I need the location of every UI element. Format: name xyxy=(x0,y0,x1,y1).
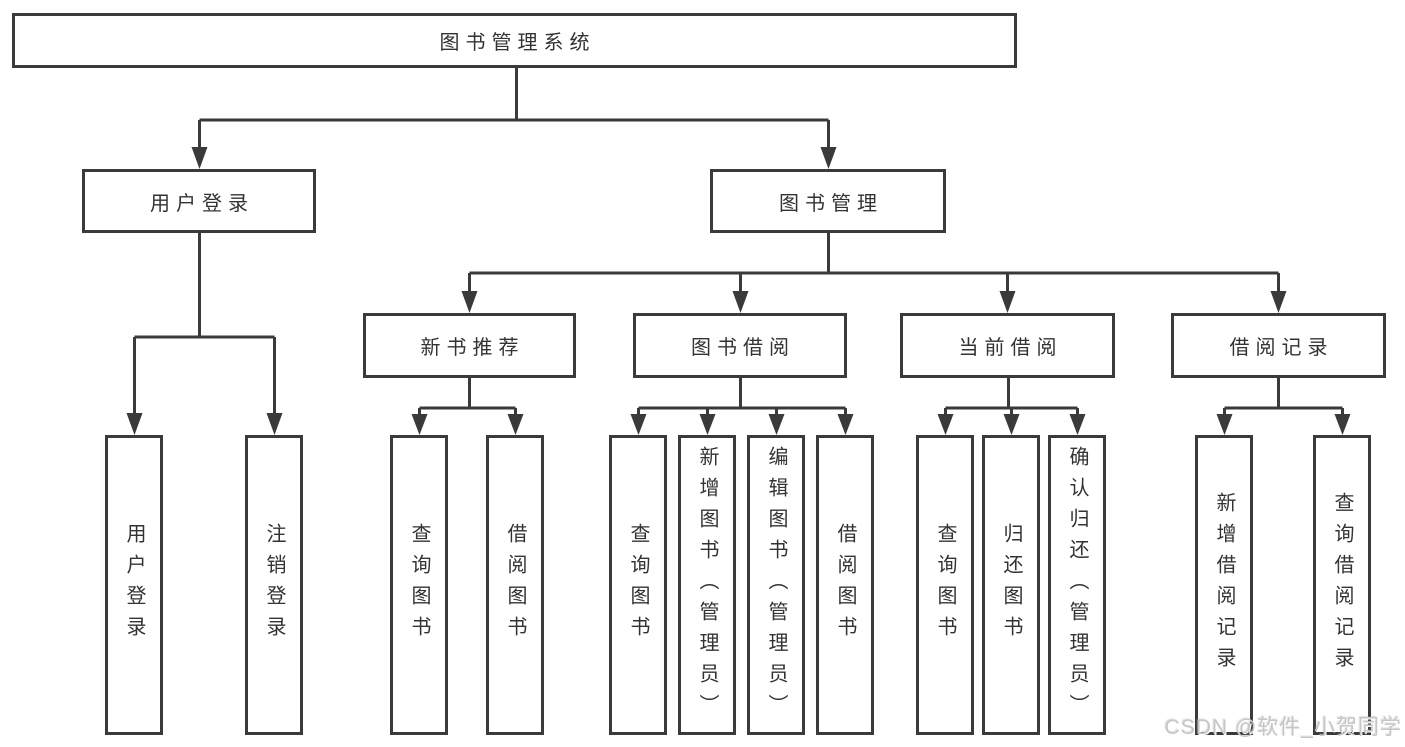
csdn-watermark: CSDN @软件_小贺同学 xyxy=(1164,716,1402,739)
connector-book-borrow-children xyxy=(637,378,847,416)
leaf-user-login: 用户登录 xyxy=(105,435,163,735)
leaf-edit-books-admin: 编辑图书（管理员） xyxy=(747,435,805,735)
leaf-recommend-query-books: 查询图书 xyxy=(390,435,448,735)
leaf-add-books-admin: 新增图书（管理员） xyxy=(678,435,736,735)
node-new-book-recommend: 新书推荐 xyxy=(363,313,576,378)
leaf-current-query-books: 查询图书 xyxy=(916,435,974,735)
leaf-return-books: 归还图书 xyxy=(982,435,1040,735)
node-book-borrow: 图书借阅 xyxy=(633,313,847,378)
connector-root-to-level2 xyxy=(198,68,830,148)
node-borrow-records: 借阅记录 xyxy=(1171,313,1386,378)
node-root-system: 图书管理系统 xyxy=(12,13,1017,68)
leaf-confirm-return-admin: 确认归还（管理员） xyxy=(1048,435,1106,735)
leaf-recommend-borrow-books: 借阅图书 xyxy=(486,435,544,735)
connector-current-borrow-children xyxy=(944,378,1079,416)
leaf-query-borrow-record: 查询借阅记录 xyxy=(1313,435,1371,735)
leaf-add-borrow-record: 新增借阅记录 xyxy=(1195,435,1253,735)
node-current-borrow: 当前借阅 xyxy=(900,313,1115,378)
connector-new-book-recommend-children xyxy=(418,378,517,416)
connector-borrow-records-children xyxy=(1223,378,1344,416)
leaf-borrow-books: 借阅图书 xyxy=(816,435,874,735)
node-book-management: 图书管理 xyxy=(710,169,946,233)
node-user-login: 用户登录 xyxy=(82,169,316,233)
leaf-logout: 注销登录 xyxy=(245,435,303,735)
connector-book-management-children xyxy=(468,233,1280,292)
connector-user-login-children xyxy=(133,233,276,414)
arrowheads xyxy=(126,147,1351,435)
leaf-borrow-query-books: 查询图书 xyxy=(609,435,667,735)
